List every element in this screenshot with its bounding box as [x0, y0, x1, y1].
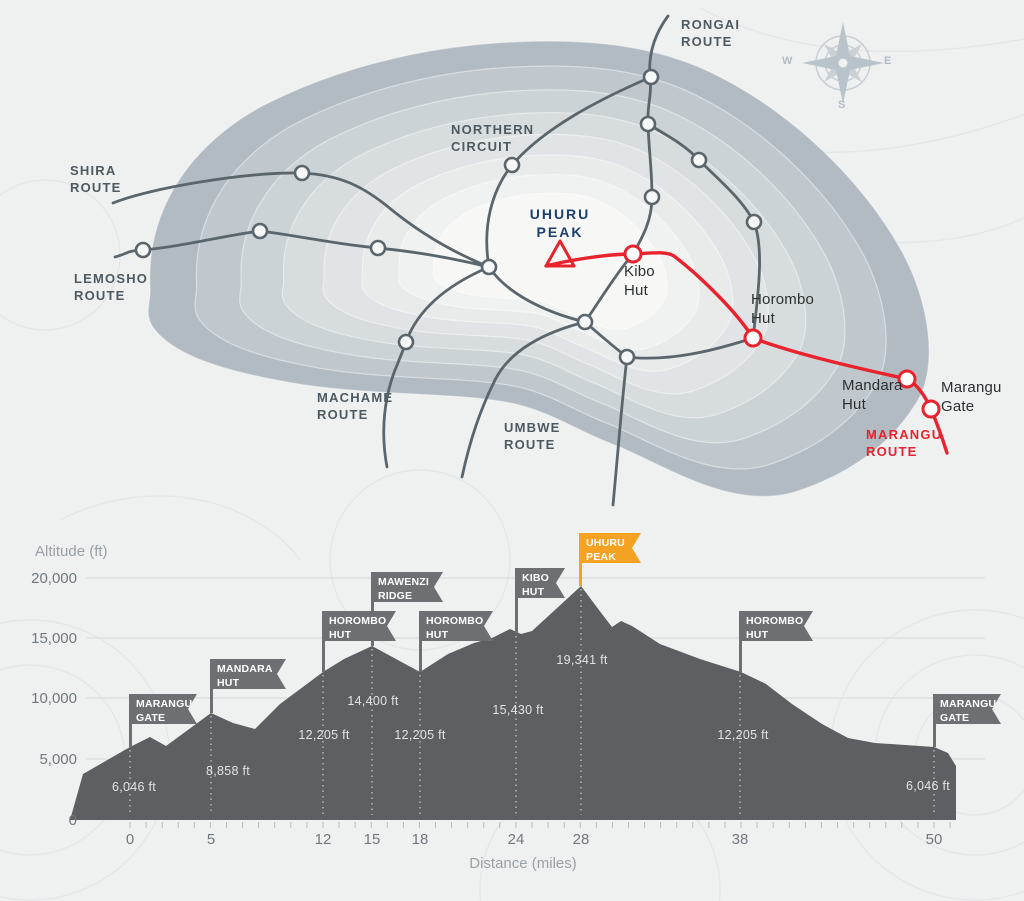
trail-shira [111, 171, 491, 269]
altitude-value: 6,046 ft [905, 779, 951, 793]
flag-pole-uhuru [579, 563, 582, 586]
altitude-value: 12,205 ft [394, 728, 446, 742]
x-tick-38: 38 [731, 831, 749, 848]
waypoint-circle [618, 348, 636, 366]
altitude-value: 19,341 ft [556, 653, 608, 667]
trail-machame [382, 265, 491, 469]
x-tick-5: 5 [206, 831, 216, 848]
trail-south-descent [611, 355, 629, 507]
altitude-value: 14,400 ft [347, 694, 399, 708]
flag-pole [739, 641, 742, 672]
mile-ticks [129, 822, 951, 828]
trail-rongai-mawenzi [646, 122, 761, 340]
flag-pole [210, 689, 213, 713]
waypoint-circle [503, 156, 521, 174]
altitude-value: 12,205 ft [298, 728, 350, 742]
altitude-value: 6,046 ft [111, 780, 157, 794]
altitude-value: 8,858 ft [205, 764, 251, 778]
flag-pole [419, 641, 422, 672]
waypoint-guides [129, 589, 935, 815]
marangu-gate-circle [921, 399, 941, 419]
y-tick-10000: 10,000 [31, 690, 77, 707]
y-tick-5000: 5,000 [39, 751, 77, 768]
waypoint-circle [643, 188, 661, 206]
compass-east-label: E [884, 55, 892, 67]
waypoint-circle [480, 258, 498, 276]
marangu-stops [623, 244, 941, 419]
x-tick-28: 28 [572, 831, 590, 848]
horombo-hut-circle [743, 328, 763, 348]
trail-waypoints [134, 68, 763, 366]
flag-pole [515, 598, 518, 633]
x-tick-24: 24 [507, 831, 525, 848]
waypoint-circle [397, 333, 415, 351]
y-tick-0: 0 [68, 812, 77, 829]
kibo-hut-circle [623, 244, 643, 264]
x-tick-0: 0 [125, 831, 135, 848]
mountain-contour-bands [147, 40, 930, 497]
x-axis-title: Distance (miles) [469, 855, 577, 872]
elevation-profile [70, 586, 956, 820]
altitude-value: 12,205 ft [717, 728, 769, 742]
compass-west-label: W [782, 55, 793, 67]
waypoint-circle [745, 213, 763, 231]
x-tick-50: 50 [925, 831, 943, 848]
altitude-value: 15,430 ft [492, 703, 544, 717]
flag-pole [933, 724, 936, 747]
compass-icon [802, 22, 884, 104]
trail-saddle-south [625, 336, 755, 360]
x-tick-18: 18 [411, 831, 429, 848]
flag-pole [322, 641, 325, 672]
compass-south-label: S [838, 99, 846, 111]
flag-pole [129, 724, 132, 747]
y-tick-15000: 15,000 [31, 630, 77, 647]
uhuru-peak-triangle [544, 239, 576, 268]
waypoint-circle [576, 313, 594, 331]
waypoint-circle [369, 239, 387, 257]
y-axis-title: Altitude (ft) [35, 543, 108, 560]
x-tick-15: 15 [363, 831, 381, 848]
trail-link-1 [487, 265, 587, 324]
trail-umbwe [460, 320, 587, 479]
waypoint-circle [642, 68, 660, 86]
waypoint-circle [293, 164, 311, 182]
waypoint-circle [639, 115, 657, 133]
y-tick-20000: 20,000 [31, 570, 77, 587]
mandara-hut-circle [897, 369, 917, 389]
waypoint-circle [134, 241, 152, 259]
waypoint-circle [690, 151, 708, 169]
x-tick-12: 12 [314, 831, 332, 848]
waypoint-circle [251, 222, 269, 240]
